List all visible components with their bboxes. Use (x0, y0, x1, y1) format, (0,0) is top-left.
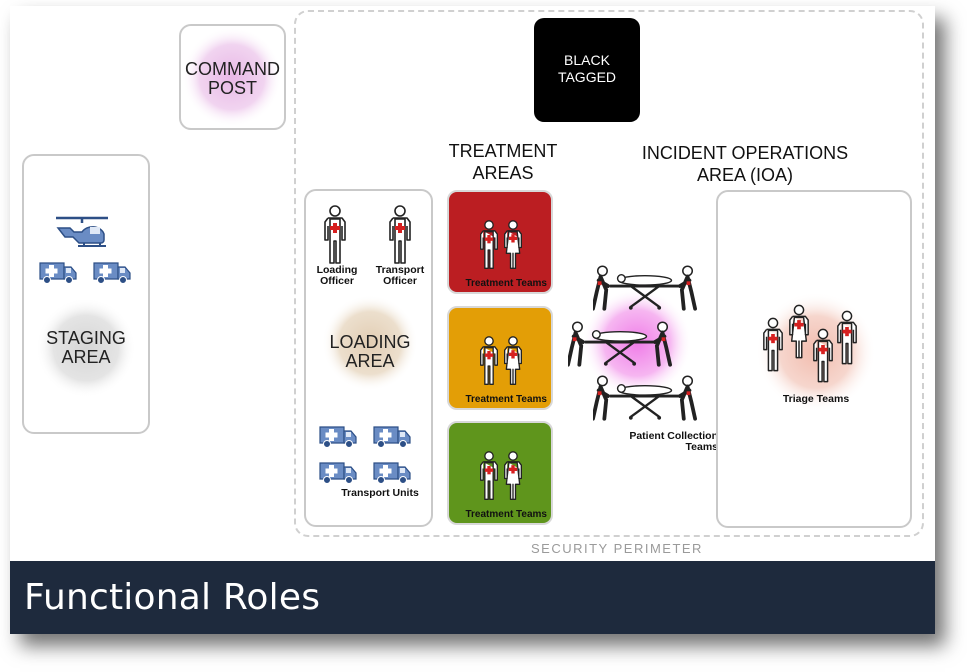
helicopter-icon (56, 216, 108, 247)
treatment-teams-label: Treatment Teams (465, 394, 547, 405)
person-icon (479, 220, 499, 270)
stretcher-team-icon (593, 373, 697, 421)
ambulance-icon (38, 257, 78, 285)
person-icon (503, 336, 523, 386)
black-tagged-box: BLACK TAGGED (534, 18, 640, 122)
loading-area-label: LOADING AREA (329, 332, 411, 371)
person-icon (479, 451, 499, 501)
staging-area-box: STAGING AREA (22, 154, 150, 434)
stretcher-team-icon (568, 319, 672, 367)
transport-officer-label: Transport Officer (375, 264, 425, 287)
security-perimeter-label: SECURITY PERIMETER (531, 541, 703, 556)
person-icon (503, 451, 523, 501)
person-icon (479, 336, 499, 386)
transport-officer-icon (388, 205, 412, 265)
loading-area-glow (322, 295, 418, 391)
black-tagged-label: BLACK TAGGED (557, 52, 617, 85)
slide: SECURITY PERIMETER COMMAND POST STAGING … (10, 6, 935, 634)
person-icon (788, 304, 810, 360)
person-icon (503, 220, 523, 270)
treatment-area-yellow: Treatment Teams (447, 306, 553, 410)
transport-units-label: Transport Units (341, 487, 419, 499)
ioa-heading: INCIDENT OPERATIONS AREA (IOA) (641, 143, 849, 185)
treatment-area-red: Treatment Teams (447, 190, 553, 294)
person-icon (762, 317, 784, 373)
staging-area-glow (36, 298, 136, 398)
footer-title: Functional Roles (24, 577, 321, 618)
staging-area-label: STAGING AREA (46, 328, 126, 367)
treatment-area-green: Treatment Teams (447, 421, 553, 525)
security-perimeter (294, 10, 924, 537)
ambulance-icon (318, 421, 358, 449)
person-icon (812, 328, 834, 384)
patient-collection-label: Patient Collection Teams (629, 430, 718, 453)
command-post-box: COMMAND POST (179, 24, 286, 130)
treatment-teams-label: Treatment Teams (465, 509, 547, 520)
loading-officer-icon (323, 205, 347, 265)
ambulance-icon (92, 257, 132, 285)
ambulance-icon (372, 421, 412, 449)
triage-teams-label: Triage Teams (782, 393, 850, 405)
ioa-box: Triage Teams (716, 190, 912, 528)
loading-officer-label: Loading Officer (316, 264, 358, 287)
command-post-glow (182, 27, 282, 127)
treatment-areas-heading: TREATMENT AREAS (448, 141, 558, 183)
loading-area-box: Loading Officer Transport Officer LOADIN… (304, 189, 433, 527)
ambulance-icon (372, 457, 412, 485)
person-icon (836, 310, 858, 366)
stretcher-team-icon (593, 263, 697, 311)
ambulance-icon (318, 457, 358, 485)
footer-bar: Functional Roles (10, 561, 935, 634)
treatment-teams-label: Treatment Teams (465, 278, 547, 289)
command-post-label: COMMAND POST (185, 59, 280, 98)
